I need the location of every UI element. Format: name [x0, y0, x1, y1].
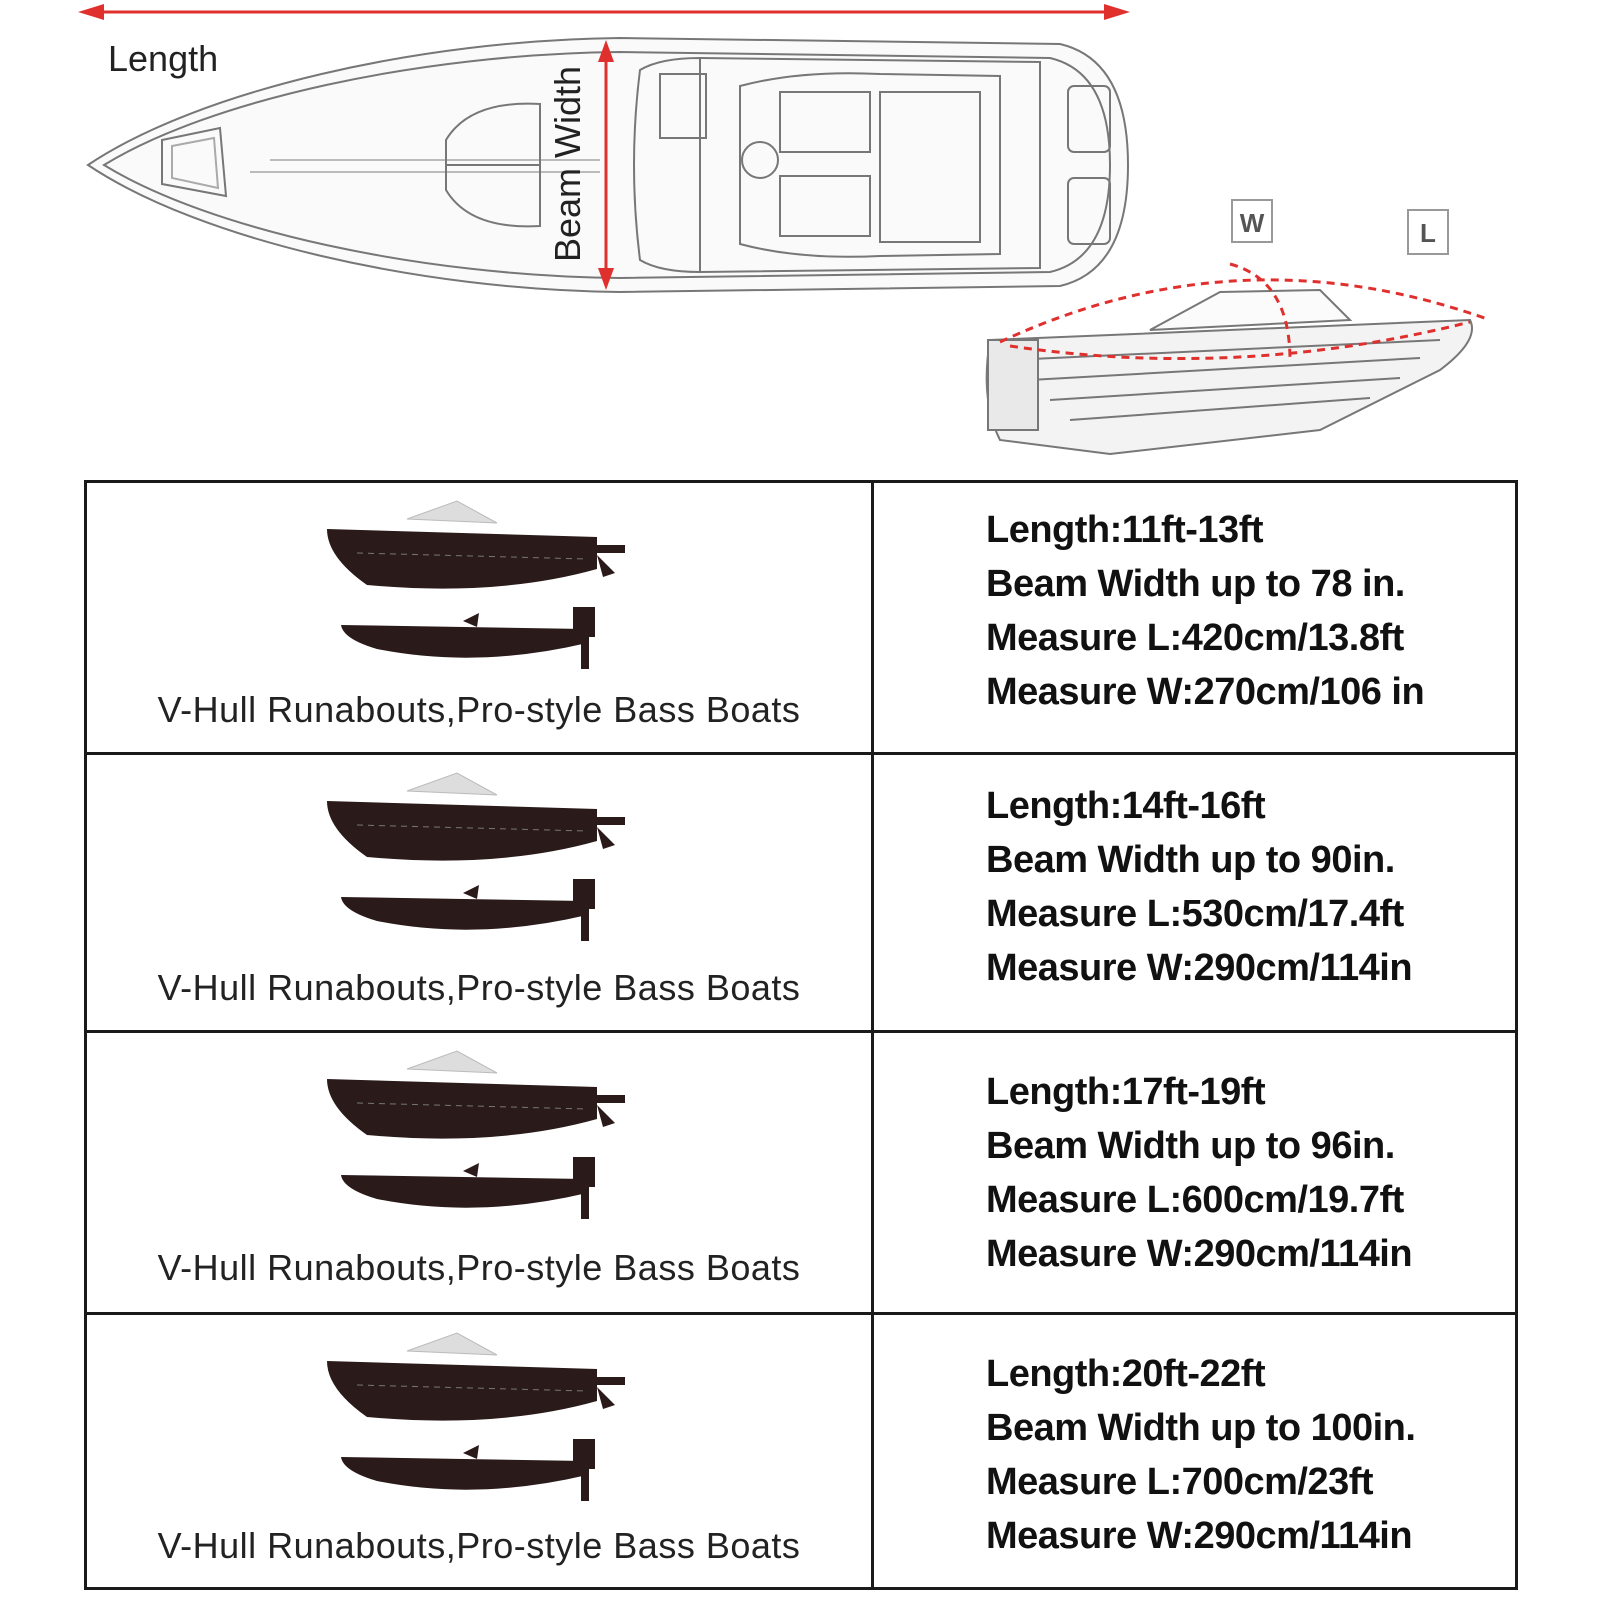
- boat-type-cell: V-Hull Runabouts,Pro-style Bass Boats: [87, 1315, 874, 1587]
- beam-width-arrow: [598, 40, 614, 290]
- beam-width: Beam Width up to 90in.: [986, 839, 1395, 881]
- beam-width-label: Beam Width: [547, 66, 588, 262]
- length-label: Length: [108, 38, 219, 79]
- beam-width: Beam Width up to 96in.: [986, 1125, 1395, 1167]
- size-row: V-Hull Runabouts,Pro-style Bass Boats Le…: [87, 483, 1515, 755]
- size-row: V-Hull Runabouts,Pro-style Bass Boats Le…: [87, 1033, 1515, 1315]
- measure-length: Measure L:700cm/23ft: [986, 1461, 1374, 1503]
- boat-type-caption: V-Hull Runabouts,Pro-style Bass Boats: [157, 1525, 801, 1566]
- measure-length: Measure L:420cm/13.8ft: [986, 617, 1404, 659]
- size-spec-cell: Length:17ft-19ft Beam Width up to 96in. …: [874, 1033, 1515, 1312]
- measure-length: Measure L:600cm/19.7ft: [986, 1179, 1404, 1221]
- spec-list: Length:11ft-13ft Beam Width up to 78 in.…: [986, 503, 1425, 719]
- boat-type-caption: V-Hull Runabouts,Pro-style Bass Boats: [157, 1247, 801, 1288]
- measurement-loops: [999, 262, 1491, 361]
- size-spec-cell: Length:20ft-22ft Beam Width up to 100in.…: [874, 1315, 1515, 1587]
- size-chart-table: V-Hull Runabouts,Pro-style Bass Boats Le…: [84, 480, 1518, 1590]
- measure-width: Measure W:270cm/106 in: [986, 671, 1425, 713]
- beam-width: Beam Width up to 100in.: [986, 1407, 1416, 1449]
- w-marker: W: [1231, 199, 1273, 243]
- svg-text:L: L: [1420, 218, 1436, 248]
- measure-width: Measure W:290cm/114in: [986, 947, 1413, 989]
- boat-top-view: [86, 36, 1130, 294]
- boat-top-view-illustration: Beam Width W L: [78, 4, 1491, 456]
- v-hull-boat-icon: [327, 772, 625, 941]
- size-spec-cell: Length:11ft-13ft Beam Width up to 78 in.…: [874, 483, 1515, 752]
- measure-length: Measure L:530cm/17.4ft: [986, 893, 1404, 935]
- length-arrow: [78, 4, 1130, 20]
- svg-text:W: W: [1240, 208, 1265, 238]
- spec-list: Length:20ft-22ft Beam Width up to 100in.…: [986, 1347, 1416, 1563]
- size-row: V-Hull Runabouts,Pro-style Bass Boats Le…: [87, 755, 1515, 1033]
- v-hull-boat-icon: [327, 500, 625, 669]
- l-marker: L: [1407, 209, 1449, 255]
- spec-list: Length:17ft-19ft Beam Width up to 96in. …: [986, 1065, 1413, 1281]
- size-spec-cell: Length:14ft-16ft Beam Width up to 90in. …: [874, 755, 1515, 1030]
- boat-type-caption: V-Hull Runabouts,Pro-style Bass Boats: [157, 967, 801, 1008]
- boat-type-cell: V-Hull Runabouts,Pro-style Bass Boats: [87, 483, 874, 752]
- boat-type-cell: V-Hull Runabouts,Pro-style Bass Boats: [87, 1033, 874, 1312]
- measure-width: Measure W:290cm/114in: [986, 1233, 1413, 1275]
- length-range: Length:17ft-19ft: [986, 1071, 1266, 1113]
- boat-type-cell: V-Hull Runabouts,Pro-style Bass Boats: [87, 755, 874, 1030]
- size-row: V-Hull Runabouts,Pro-style Bass Boats Le…: [87, 1315, 1515, 1587]
- measure-width: Measure W:290cm/114in: [986, 1515, 1413, 1557]
- v-hull-boat-icon: [327, 1050, 625, 1219]
- boat-measurement-diagram: Beam Width W L Length: [0, 0, 1600, 470]
- boat-type-caption: V-Hull Runabouts,Pro-style Bass Boats: [157, 689, 801, 730]
- length-range: Length:11ft-13ft: [986, 509, 1264, 551]
- boat-perspective-view: [985, 288, 1473, 456]
- spec-list: Length:14ft-16ft Beam Width up to 90in. …: [986, 779, 1413, 995]
- v-hull-boat-icon: [327, 1332, 625, 1501]
- beam-width: Beam Width up to 78 in.: [986, 563, 1405, 605]
- length-range: Length:14ft-16ft: [986, 785, 1266, 827]
- length-range: Length:20ft-22ft: [986, 1353, 1266, 1395]
